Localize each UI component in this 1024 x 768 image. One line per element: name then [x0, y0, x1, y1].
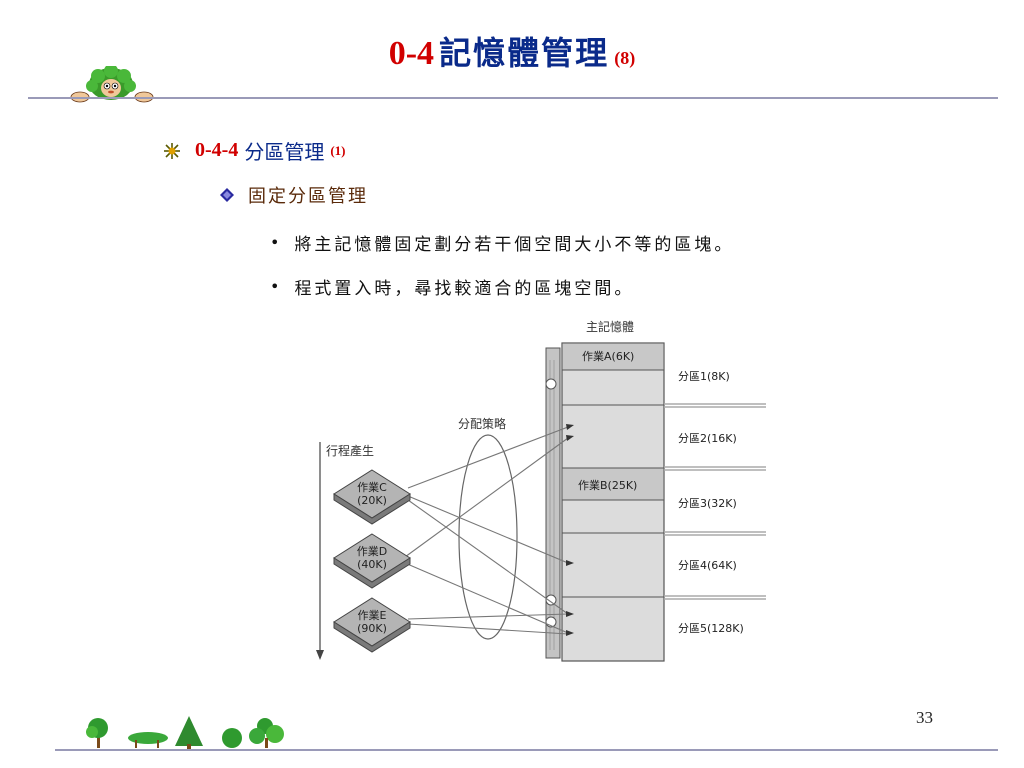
partition-label: 分區4(64K) [678, 559, 737, 572]
outline-bullet: • 將主記憶體固定劃分若干個空間大小不等的區塊。 [270, 230, 734, 255]
bottom-divider [55, 749, 998, 751]
job-a-block [561, 342, 665, 371]
job-in-memory-label: 作業A(6K) [582, 350, 634, 363]
memory-rail [545, 347, 561, 659]
outline-level1: 0-4-4 分區管理 (1) [163, 136, 346, 165]
partition-guide-lines [664, 403, 766, 600]
job-size: (20K) [357, 494, 387, 507]
job-b-block [561, 467, 665, 501]
outline-bullet: • 程式置入時，尋找較適合的區塊空間。 [270, 274, 634, 299]
incoming-job: 作業D (40K) [333, 533, 411, 589]
level1-number: 0-4-4 [195, 139, 239, 161]
incoming-job: 作業C (20K) [333, 469, 411, 525]
bullet-text: 將主記憶體固定劃分若干個空間大小不等的區塊。 [294, 235, 735, 255]
job-name: 作業C [357, 481, 387, 494]
partition-label: 分區3(32K) [678, 497, 737, 510]
diamond-bullet-icon [220, 188, 234, 202]
top-divider [28, 97, 998, 99]
job-name: 作業D [357, 545, 387, 558]
outline-level2: 固定分區管理 [220, 182, 368, 208]
job-size: (40K) [357, 558, 387, 571]
page-number: 33 [916, 708, 933, 727]
title-text: 記憶體管理 [439, 34, 610, 72]
level1-text: 分區管理 [244, 140, 325, 164]
title-number: 0-4 [388, 35, 435, 72]
job-name: 作業E [358, 609, 387, 622]
memory-block [561, 342, 665, 662]
starburst-bullet-icon [164, 142, 180, 159]
slide-title: 0-4 記憶體管理 (8) [0, 28, 1024, 74]
partition-dividers [562, 404, 664, 598]
title-sub: (8) [614, 48, 636, 68]
level2-text: 固定分區管理 [248, 186, 368, 207]
job-in-memory-label: 作業B(25K) [578, 479, 637, 492]
partition-label: 分區1(8K) [678, 370, 730, 383]
allocation-arrowheads [566, 424, 574, 636]
partition-label: 分區5(128K) [678, 622, 744, 635]
bullet-dot: • [270, 233, 283, 252]
memory-label: 主記憶體 [586, 319, 634, 334]
allocation-lines [404, 426, 569, 635]
level1-sub: (1) [330, 142, 346, 158]
bullet-text: 程式置入時，尋找較適合的區塊空間。 [294, 279, 635, 299]
process-arrow-head [316, 650, 324, 660]
partition-label: 分區2(16K) [678, 432, 737, 445]
bullet-dot: • [270, 277, 283, 296]
trees-decoration-icon [86, 716, 284, 750]
incoming-job: 作業E (90K) [333, 597, 411, 653]
strategy-label: 分配策略 [458, 416, 506, 431]
process-label: 行程產生 [326, 443, 374, 458]
job-size: (90K) [357, 622, 387, 635]
